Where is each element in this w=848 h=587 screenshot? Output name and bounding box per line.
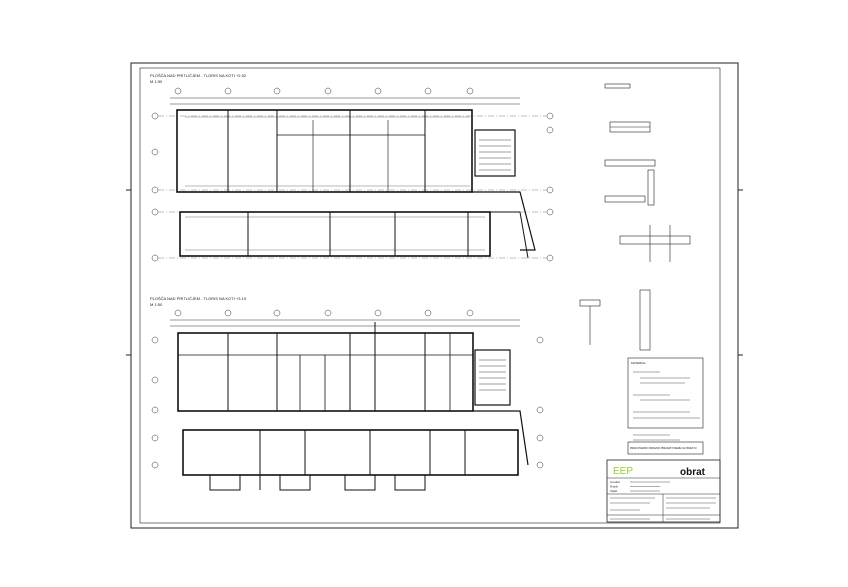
sheet-inner-border: [139, 67, 721, 524]
title-row-investor: Investitor: [610, 481, 620, 484]
title-row-object: Objekt: [610, 490, 618, 493]
plan2-title: PLOŠČA NAD PRITLIČJEM - TLORIS NA KOTI +…: [150, 296, 247, 301]
sheet-border: [130, 62, 739, 529]
plan1-scale: M 1:50: [150, 79, 163, 84]
plan1-walls: [176, 109, 536, 259]
notes-warning: PRED IZVEDBO OBVEZNO PREVERITI MERE NA O…: [630, 447, 697, 450]
title-row-project: Projekt: [610, 486, 618, 489]
plan1-title: PLOŠČA NAD PRITLIČJEM - TLORIS NA KOTI +…: [150, 73, 247, 78]
plan1-axes: [151, 87, 554, 262]
logo-eep: EEP: [613, 466, 633, 477]
warning-box: [627, 441, 704, 455]
plan2-walls: [177, 322, 529, 491]
logo-obrat: obrat: [680, 467, 706, 478]
notes-box: [627, 357, 704, 429]
plan2-scale: M 1:50: [150, 302, 163, 307]
notes-heading: MATERIAL:: [631, 361, 647, 365]
plan2-axes: [151, 309, 544, 469]
detail-sections: [579, 83, 691, 351]
title-block: EEP obrat Investitor Projekt Objekt: [606, 459, 721, 523]
